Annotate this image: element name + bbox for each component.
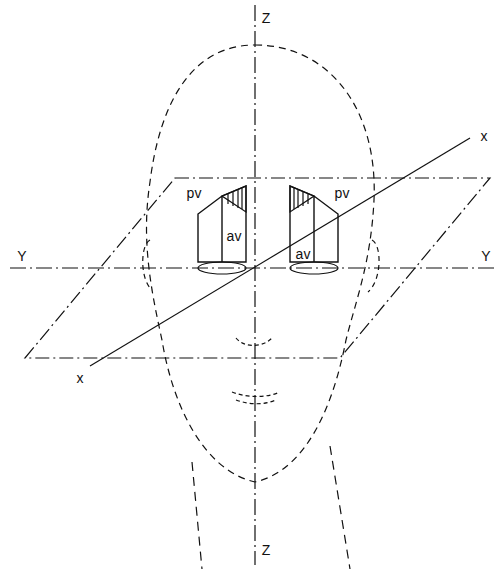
part-label: pv [187, 186, 202, 200]
mouth [232, 392, 280, 404]
x-axis [90, 138, 470, 366]
part-label: av [296, 247, 311, 261]
part-label: pv [335, 186, 350, 200]
ear [143, 240, 152, 290]
neck-line [192, 462, 202, 569]
prism [290, 186, 338, 262]
nose [236, 338, 272, 346]
axis-label: Y [17, 249, 26, 263]
z-axis [254, 5, 255, 565]
prism [198, 186, 246, 262]
hatch-lines [228, 188, 242, 209]
prism-hatch [222, 186, 246, 212]
axis-label: x [77, 371, 84, 385]
eye [198, 262, 246, 274]
hatch-lines [294, 188, 308, 209]
prism-hatch [290, 186, 314, 212]
axis-label: x [481, 129, 488, 143]
ear [368, 240, 379, 292]
axis-label: Y [481, 249, 490, 263]
part-label: av [227, 229, 242, 243]
eye [290, 262, 338, 274]
axis-label: Z [262, 543, 271, 557]
neck-line [330, 446, 350, 569]
axis-label: Z [262, 11, 271, 25]
